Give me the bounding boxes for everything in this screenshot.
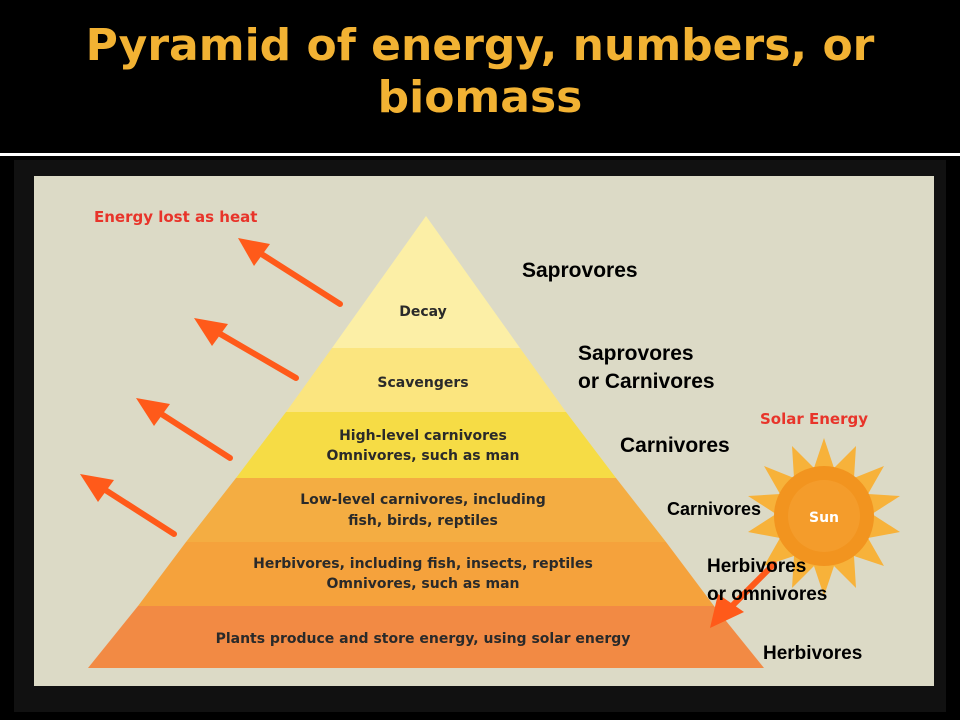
label-herbivores: Herbivores [763,643,863,664]
level-plants [88,606,764,668]
level-label: Herbivores, including fish, insects, rep… [253,556,593,572]
level-label: Omnivores, such as man [326,576,519,592]
level-label: Scavengers [377,375,468,391]
label-herbivores-or-omnivores: Herbivores or omnivores [707,553,827,609]
heat-arrows [80,238,343,537]
title-line-1: Pyramid of energy, numbers, or [85,20,875,71]
label-line: or Carnivores [578,370,715,393]
heat-arrow-icon [238,238,343,307]
label-line: Saprovores [578,342,694,365]
sun-icon: Sun [748,438,900,596]
pyramid-figure: Energy lost as heat [34,176,934,686]
solar-energy-label: Solar Energy [760,410,868,428]
heat-arrow-icon [136,398,233,461]
label-saprovores: Saprovores [522,259,638,282]
slide-title: Pyramid of energy, numbers, or biomass [0,20,960,124]
level-label: Plants produce and store energy, using s… [216,631,631,647]
level-low-carnivores [186,478,666,542]
level-label: High-level carnivores [339,428,507,444]
level-label: Decay [399,304,447,320]
label-saprovores-or-carnivores: Saprovores or Carnivores [578,340,715,396]
level-herbivores [138,542,714,606]
sun-label: Sun [809,510,839,526]
level-label: fish, birds, reptiles [348,513,498,529]
level-decay [332,216,520,348]
label-carnivores-high: Carnivores [620,434,730,457]
level-scavengers [286,348,566,412]
label-line: Herbivores [707,556,807,577]
label-line: or omnivores [707,584,828,605]
label-carnivores-low: Carnivores [667,499,762,519]
pyramid-levels [88,216,764,668]
pyramid-svg: Energy lost as heat [80,208,900,668]
title-line-2: biomass [377,72,583,123]
heat-label: Energy lost as heat [94,208,257,226]
level-label: Low-level carnivores, including [300,492,546,508]
title-divider [0,153,960,156]
heat-arrow-icon [80,474,177,537]
solar-arrow-icon [710,561,777,628]
level-high-carnivores [236,412,616,478]
level-label: Omnivores, such as man [326,448,519,464]
heat-arrow-icon [194,318,299,381]
